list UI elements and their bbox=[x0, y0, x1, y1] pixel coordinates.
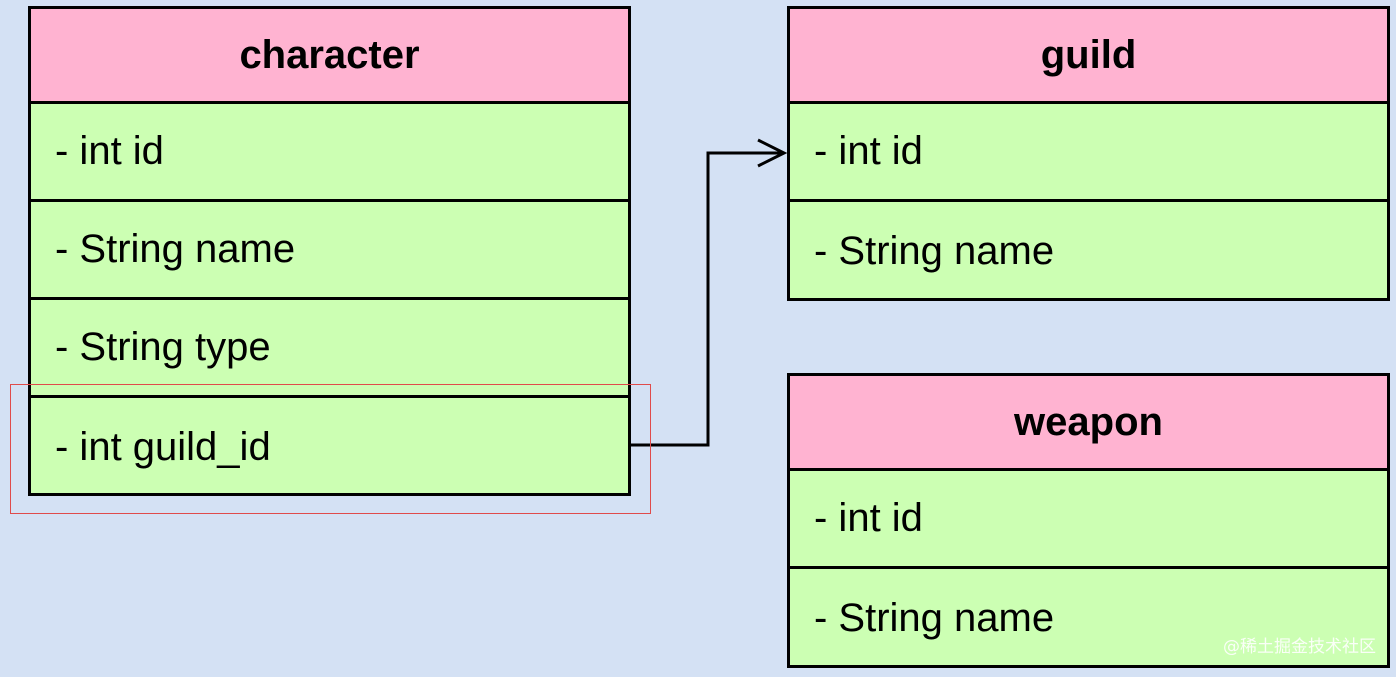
field-character-guild-id: - int guild_id bbox=[55, 424, 271, 469]
field-character-name: - String name bbox=[31, 202, 628, 300]
watermark: @稀土掘金技术社区 bbox=[1223, 637, 1376, 657]
table-character: character - int id - String name - Strin… bbox=[28, 6, 631, 496]
relation-line-guild-id-to-guild bbox=[631, 151, 784, 447]
highlight-box-guild-id bbox=[10, 384, 651, 514]
field-weapon-name: - String name bbox=[814, 595, 1055, 640]
arrow-head-icon bbox=[757, 138, 788, 168]
field-guild-name: - String name bbox=[814, 228, 1055, 273]
table-guild-title: guild bbox=[790, 9, 1387, 104]
field-weapon-id: - int id bbox=[790, 471, 1387, 569]
field-character-id: - int id bbox=[31, 104, 628, 202]
table-character-title: character bbox=[31, 9, 628, 104]
table-weapon-title: weapon bbox=[790, 376, 1387, 471]
table-guild: guild - int id - String name bbox=[787, 6, 1390, 301]
table-weapon: weapon - int id - String name bbox=[787, 373, 1390, 668]
field-guild-id: - int id bbox=[790, 104, 1387, 202]
field-character-type: - String type bbox=[31, 300, 628, 398]
